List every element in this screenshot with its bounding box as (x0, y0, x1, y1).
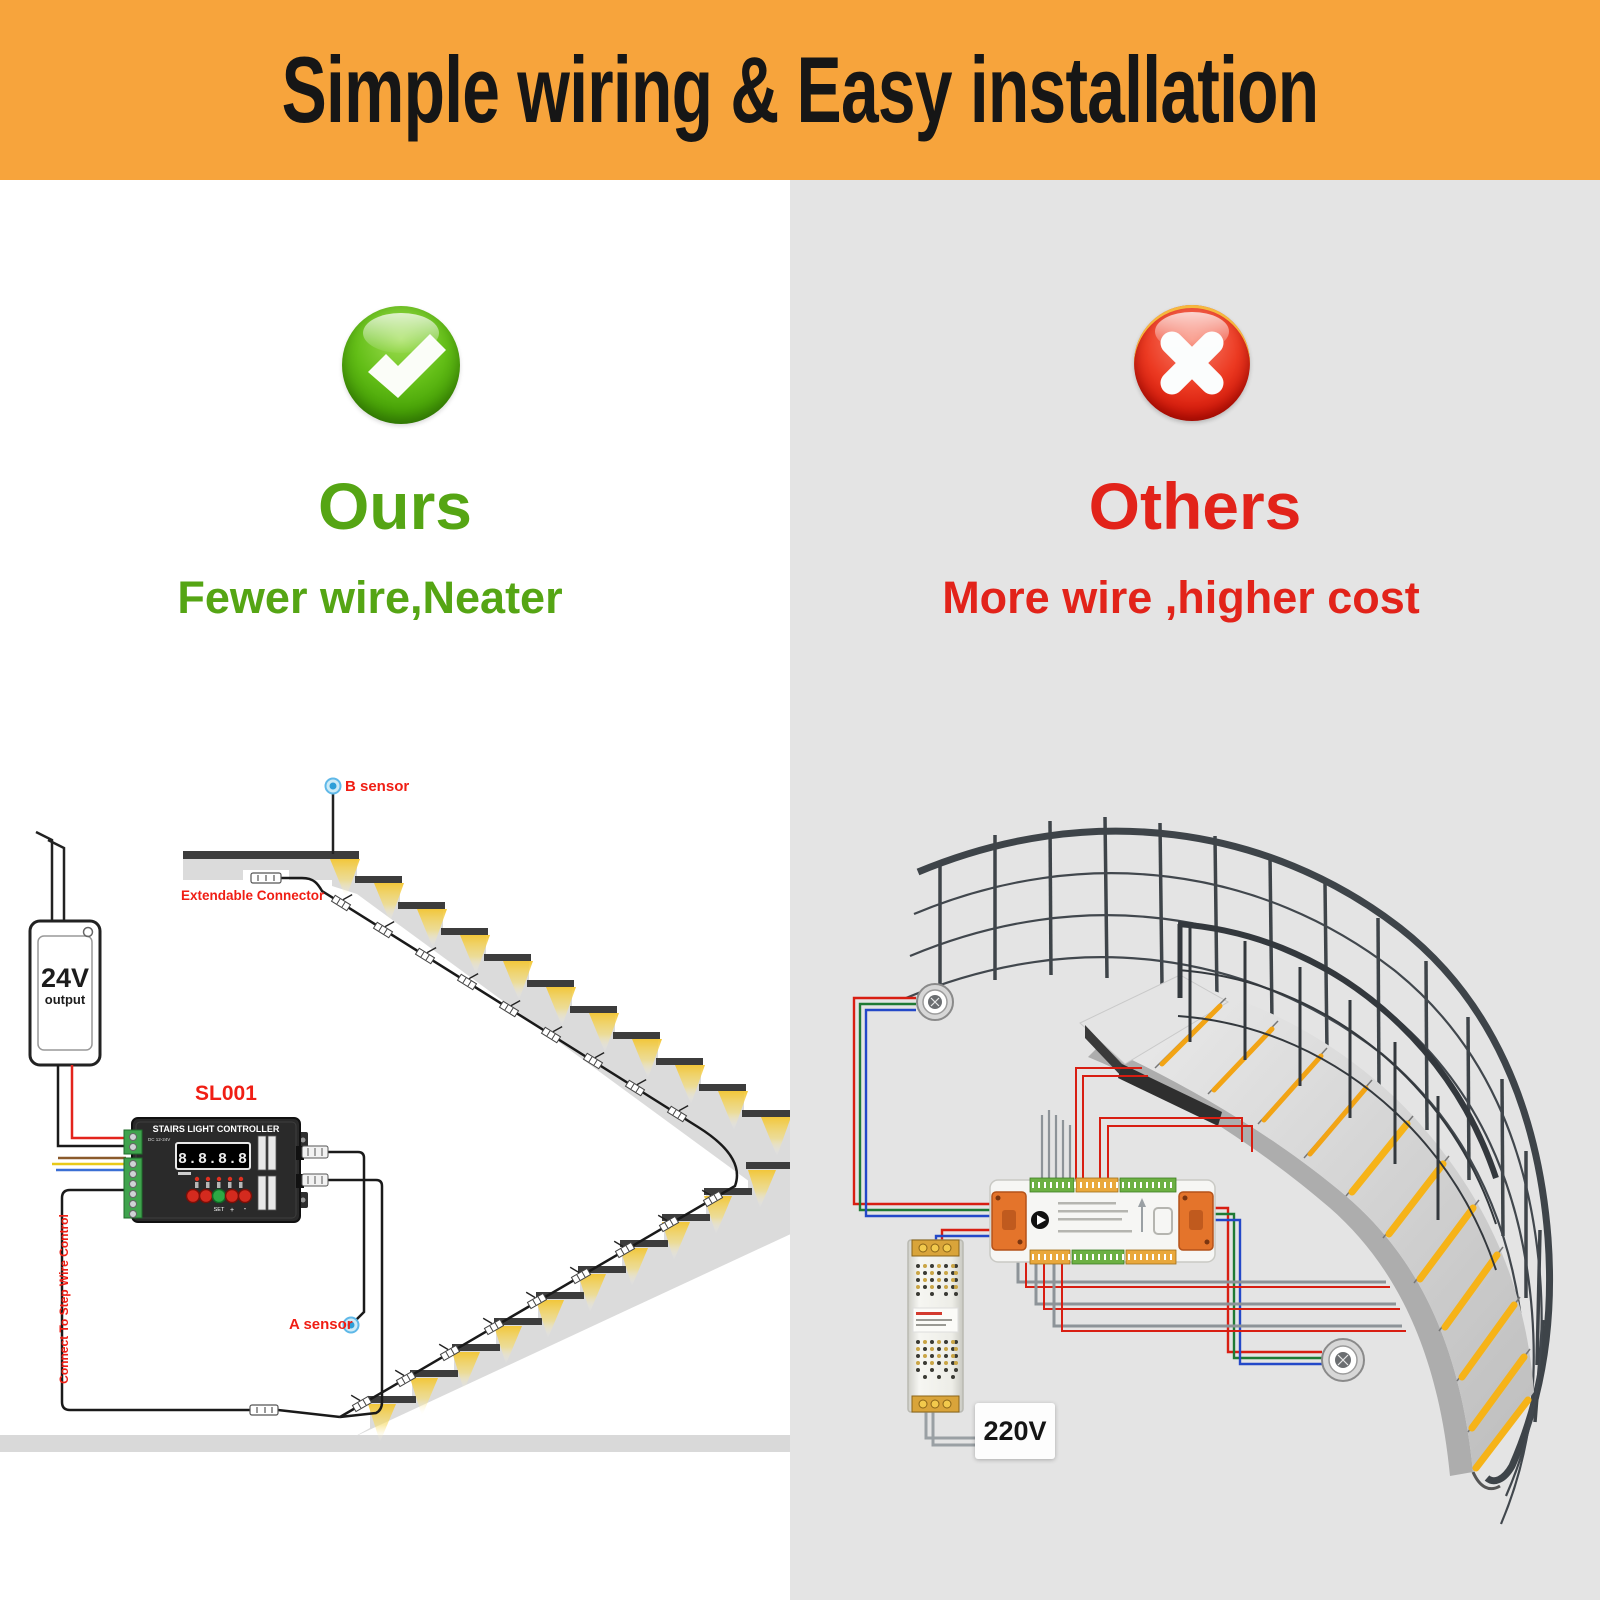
psu-perforations (916, 1264, 958, 1379)
ours-wiring-diagram: STAIRS LIGHT CONTROLLER DC 12-24V 8.8.8.… (0, 777, 790, 1452)
others-controller (989, 1177, 1216, 1265)
minus-button-label: - (244, 1204, 247, 1213)
sensor-b-label: B sensor (345, 778, 410, 795)
cross-icon (1134, 305, 1250, 421)
motion-sensor-bottom (1321, 1338, 1365, 1382)
cable-connectors-lower (350, 1189, 724, 1413)
psu-label: 24V output (30, 963, 100, 1007)
check-mark (368, 334, 446, 398)
controller-buttons (185, 1188, 253, 1204)
stairs-light-controller: STAIRS LIGHT CONTROLLER DC 12-24V 8.8.8.… (123, 1117, 308, 1223)
step-cable (60, 870, 739, 1419)
sensor-b (324, 777, 342, 854)
others-wiring-diagram (852, 816, 1554, 1525)
cable-connectors-upper (330, 894, 689, 1123)
sensor-a-label: A sensor (289, 1316, 353, 1333)
step-lights (374, 883, 790, 1156)
others-psu (907, 1239, 964, 1413)
gloss-highlight (363, 313, 439, 354)
gloss-highlight (1154, 311, 1230, 352)
comparison-panels: Ours Fewer wire,Neater (0, 180, 1600, 1600)
others-subheading: More wire ,higher cost (942, 572, 1420, 623)
controller-wires (52, 1156, 126, 1172)
mains-voltage-text: 220V (983, 1415, 1047, 1446)
lower-stair-flight (352, 1162, 790, 1442)
motion-sensor-top (916, 983, 954, 1021)
psu-voltage: 24V (40, 963, 90, 993)
psu-24v (28, 830, 126, 1148)
step-lights (368, 1196, 732, 1442)
others-heading: Others (1088, 469, 1302, 543)
upper-stair-flight (183, 851, 790, 1212)
ours-heading: Ours (317, 469, 473, 543)
led-strips-bright (1348, 1120, 1532, 1472)
controller-voltage-label: DC 12-24V (148, 1137, 170, 1142)
ours-panel: Ours Fewer wire,Neater (0, 180, 790, 1600)
page-title: Simple wiring & Easy installation (281, 37, 1320, 142)
set-button-label: SET (214, 1207, 225, 1213)
curved-staircase (1079, 974, 1534, 1491)
step-wire-label: Connect To Step Wire Control (57, 1214, 71, 1384)
check-icon (342, 306, 460, 424)
controller-title: STAIRS LIGHT CONTROLLER (153, 1124, 280, 1134)
seven-segment-display: 8.8.8.8 (178, 1151, 248, 1168)
others-panel: Others More wire ,higher cost (790, 180, 1600, 1600)
controller-model-label: SL001 (195, 1082, 257, 1105)
sensor-plugs (301, 1145, 384, 1419)
psu-output-label: output (44, 992, 86, 1007)
ours-subheading: Fewer wire,Neater (177, 572, 563, 623)
sensor-a (342, 1316, 360, 1334)
extendable-connector-icon (250, 872, 282, 884)
plus-button-label: + (230, 1207, 234, 1214)
side-label-strips (257, 1135, 304, 1211)
floor-strip (0, 1435, 790, 1452)
header-banner: Simple wiring & Easy installation (0, 0, 1600, 180)
extendable-connector-label: Extendable Connector (181, 888, 325, 903)
wiring-mess (852, 996, 1406, 1447)
front-railing (1177, 921, 1499, 1271)
terminal-blocks (123, 1129, 143, 1219)
mains-voltage-label: 220V (975, 1403, 1055, 1459)
